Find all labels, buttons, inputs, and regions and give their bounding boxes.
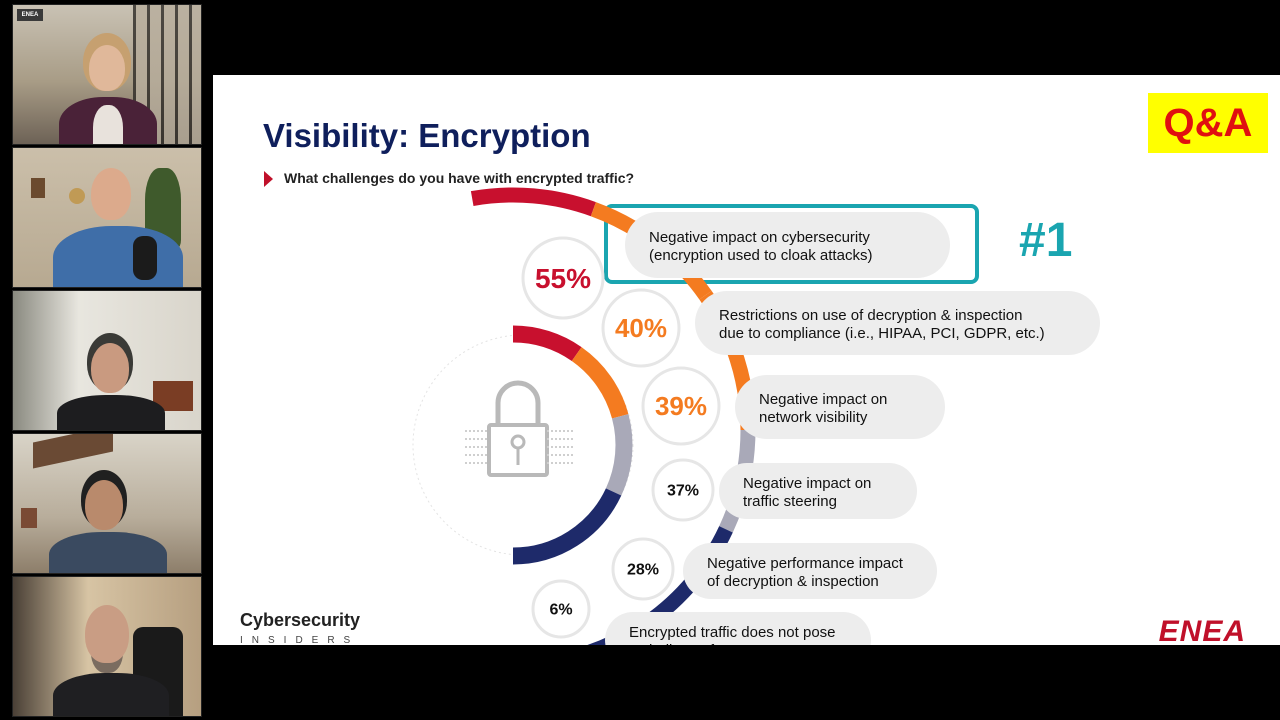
answer-label-3-line2: network visibility: [759, 409, 868, 426]
top-answer-highlight: [604, 204, 979, 284]
qa-badge: Q&A: [1148, 93, 1268, 153]
chart-guide-circle: [412, 334, 634, 556]
answer-label-1-line1: Negative impact on cybersecurity: [649, 229, 870, 246]
answer-label-2-line2: due to compliance (i.e., HIPAA, PCI, GDP…: [719, 325, 1045, 342]
answer-pill-3: [735, 375, 945, 439]
answer-pill-1: [625, 212, 950, 278]
presentation-slide: Visibility: Encryption What challenges d…: [213, 75, 1280, 645]
percent-label-5: 28%: [627, 562, 659, 579]
cybersecurity-insiders-sub: INSIDERS: [240, 635, 360, 645]
answer-pill-4: [719, 463, 917, 519]
percent-bubble-5: [611, 537, 675, 601]
survey-chart: Negative impact on cybersecurity(encrypt…: [412, 187, 1100, 645]
percent-bubble-3: [641, 366, 721, 446]
participant-5-video[interactable]: [12, 576, 202, 717]
percent-bubble-1: [521, 236, 605, 320]
answer-label-6-line1: Encrypted traffic does not pose: [629, 624, 836, 641]
outer-ring-segment-1: [470, 187, 596, 217]
answer-pill-5: [683, 543, 937, 599]
participant-4-video[interactable]: [12, 433, 202, 574]
cybersecurity-insiders-logo: Cybersecurity: [240, 610, 361, 630]
enea-logo: ENEA: [17, 9, 43, 21]
percent-label-4: 37%: [667, 483, 699, 500]
answer-label-4-line1: Negative impact on: [743, 475, 871, 492]
inner-ring-segment-4: [512, 488, 622, 565]
participant-1-video[interactable]: ENEA: [12, 4, 202, 145]
answer-label-6-line2: a challenge for us: [629, 642, 747, 645]
percent-bubble-4: [651, 458, 715, 522]
answer-label-5-line2: of decryption & inspection: [707, 573, 879, 590]
subtitle-arrow-icon: [264, 171, 273, 187]
inner-ring-segment-2: [571, 347, 629, 419]
answer-pill-2: [695, 291, 1100, 355]
answer-pill-6: [605, 612, 871, 645]
percent-label-1: 55%: [535, 263, 591, 294]
participant-2-video[interactable]: [12, 147, 202, 288]
percent-bubble-2: [601, 288, 681, 368]
answer-label-4-line2: traffic steering: [743, 493, 837, 510]
answer-label-2-line1: Restrictions on use of decryption & insp…: [719, 307, 1023, 324]
slide-subtitle: What challenges do you have with encrypt…: [284, 170, 635, 186]
answer-label-1-line2: (encryption used to cloak attacks): [649, 247, 872, 264]
participant-3-video[interactable]: [12, 290, 202, 431]
answer-label-3-line1: Negative impact on: [759, 391, 887, 408]
slide-title: Visibility: Encryption: [263, 117, 591, 154]
percent-label-3: 39%: [655, 391, 707, 421]
percent-label-6: 6%: [549, 602, 572, 619]
answer-label-5-line1: Negative performance impact: [707, 555, 904, 572]
inner-ring-segment-1: [512, 325, 582, 362]
inner-ring-segment-3: [605, 414, 633, 496]
rank-label: #1: [1019, 214, 1073, 267]
enea-logo-slide: ENEA: [1158, 615, 1246, 645]
participant-strip: ENEA: [0, 0, 212, 720]
lock-icon: [465, 380, 575, 477]
percent-bubble-6: [531, 579, 591, 639]
percent-label-2: 40%: [615, 313, 667, 343]
